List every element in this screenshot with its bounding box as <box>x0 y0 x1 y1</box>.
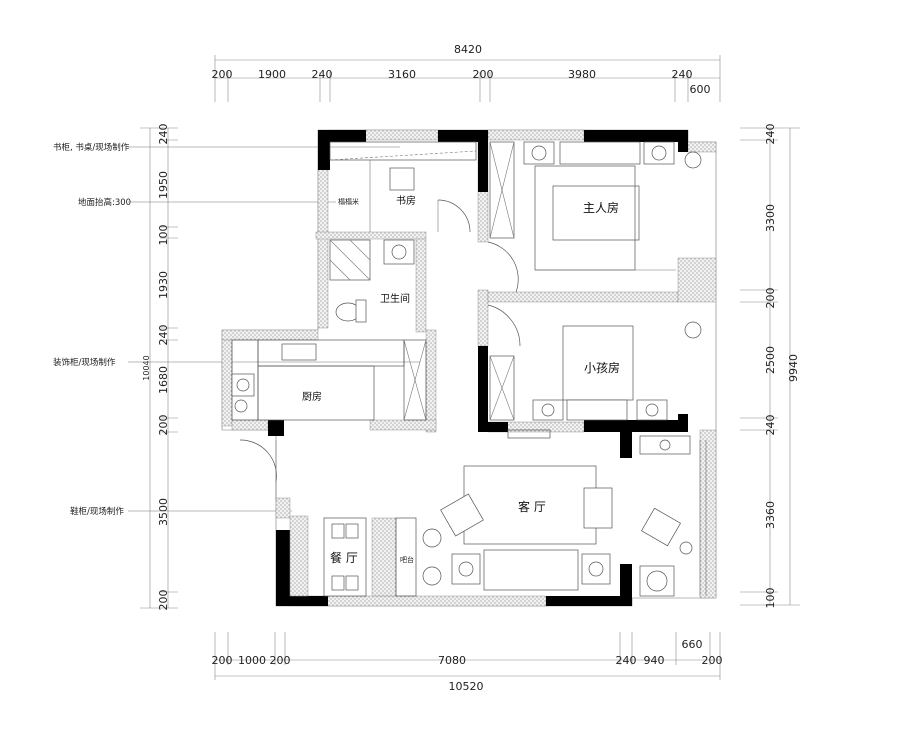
bottom-dim-1: 200 <box>212 654 233 667</box>
right-dim-5: 240 <box>764 415 777 436</box>
top-dim-6: 3980 <box>568 68 596 81</box>
bottom-dim-extra: 660 <box>682 638 703 651</box>
bottom-dim-2: 1000 <box>238 654 266 667</box>
master-bedroom: 主人房 <box>487 141 702 293</box>
left-dim-3: 100 <box>157 225 170 246</box>
left-total-dim: 10040 <box>142 355 151 380</box>
right-total-dim: 9940 <box>787 354 800 382</box>
top-total-dim: 8420 <box>454 43 482 56</box>
left-dim-4: 1930 <box>157 271 170 299</box>
study-label: 书房 <box>396 194 416 207</box>
note-bookcase: 书柜, 书桌/现场制作 <box>53 142 130 153</box>
left-dim-6: 1680 <box>157 366 170 394</box>
left-dim-2: 1950 <box>157 171 170 199</box>
living-room: 客 厅 <box>440 429 707 597</box>
annotation-notes: 书柜, 书桌/现场制作 地面抬高:300 装饰柜/现场制作 鞋柜/现场制作 <box>53 142 420 517</box>
top-dim-7: 240 <box>672 68 693 81</box>
right-dimensions: 240 3300 200 2500 240 3360 100 9940 <box>740 124 800 609</box>
left-dim-1: 240 <box>157 124 170 145</box>
bottom-dimensions: 200 1000 200 7080 240 940 200 660 10520 <box>212 632 723 693</box>
left-dimensions: 240 1950 100 1930 240 1680 200 3500 200 … <box>140 124 178 611</box>
top-dim-2: 1900 <box>258 68 286 81</box>
left-dim-9: 200 <box>157 590 170 611</box>
kids-room: 小孩房 <box>487 304 702 421</box>
structural-walls <box>268 130 688 606</box>
bar-label: 吧台 <box>400 555 414 564</box>
note-shoe-cabinet: 鞋柜/现场制作 <box>70 506 124 517</box>
kids-room-label: 小孩房 <box>584 360 620 375</box>
top-dim-4: 3160 <box>388 68 416 81</box>
dining-room-label: 餐 厅 <box>330 550 358 565</box>
right-dim-6: 3360 <box>764 501 777 529</box>
kitchen: 厨房 <box>231 339 427 421</box>
top-dim-5: 200 <box>473 68 494 81</box>
right-dim-7: 100 <box>764 588 777 609</box>
bottom-dim-7: 200 <box>702 654 723 667</box>
top-dimensions: 8420 200 1900 240 3160 200 3980 240 600 <box>212 43 721 102</box>
right-dim-1: 240 <box>764 124 777 145</box>
master-bedroom-label: 主人房 <box>583 200 619 215</box>
note-floor-raised: 地面抬高:300 <box>78 197 131 208</box>
right-dim-3: 200 <box>764 288 777 309</box>
dining-area: 餐 厅 吧台 <box>239 439 442 597</box>
bathroom: 卫生间 <box>329 239 415 323</box>
left-dim-8: 3500 <box>157 498 170 526</box>
left-dim-7: 200 <box>157 415 170 436</box>
bottom-dim-3: 200 <box>270 654 291 667</box>
bathroom-label: 卫生间 <box>380 292 410 305</box>
right-dim-4: 2500 <box>764 346 777 374</box>
bottom-dim-5: 240 <box>616 654 637 667</box>
top-dim-extra: 600 <box>690 83 711 96</box>
bottom-total-dim: 10520 <box>449 680 484 693</box>
bottom-dim-4: 7080 <box>438 654 466 667</box>
right-dim-2: 3300 <box>764 204 777 232</box>
bottom-dim-6: 940 <box>644 654 665 667</box>
living-room-label: 客 厅 <box>518 499 546 514</box>
top-dim-3: 240 <box>312 68 333 81</box>
note-display-cabinet: 装饰柜/现场制作 <box>53 357 116 368</box>
kitchen-label: 厨房 <box>302 390 322 403</box>
left-dim-5: 240 <box>157 325 170 346</box>
top-dim-1: 200 <box>212 68 233 81</box>
tatami-label: 榻榻米 <box>338 197 359 206</box>
study-room: 榻榻米 书房 <box>329 141 477 233</box>
